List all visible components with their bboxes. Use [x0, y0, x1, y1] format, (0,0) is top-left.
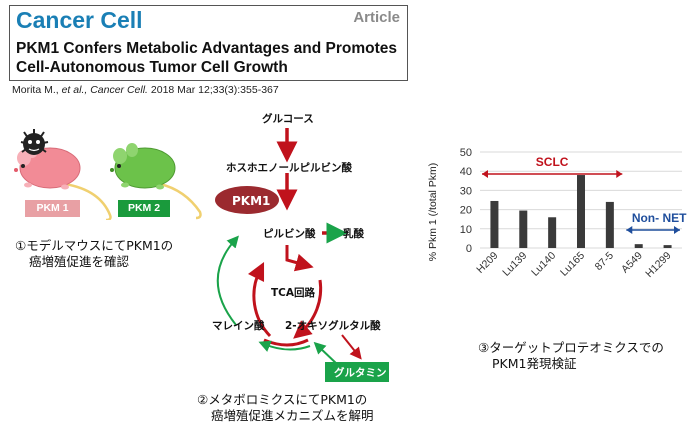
group-bracket-arrow-right	[616, 170, 623, 178]
pyruvate-to-tca-arrow	[285, 245, 314, 272]
pkm2-mouse-label: PKM 2	[118, 200, 170, 217]
y-tick-label: 50	[460, 147, 472, 159]
tca-cycle-arc-right	[293, 279, 323, 339]
malate-label: マレイン酸	[212, 320, 265, 332]
group-label: SCLC	[536, 155, 569, 169]
bar-Lu165	[577, 175, 585, 248]
tca-cycle-arc-left	[247, 261, 272, 338]
tumor-icon	[20, 129, 49, 155]
tca-cycle-label: TCA回路	[271, 287, 315, 299]
bar-H209	[490, 200, 499, 248]
y-axis-label: % Pkm 1 (/total Pkm)	[427, 163, 439, 262]
bar-Lu140	[548, 217, 557, 248]
article-type-label: Article	[353, 9, 400, 26]
mice-illustration	[14, 129, 202, 220]
journal-name: Cancer Cell	[16, 7, 143, 33]
group-bracket-arrow-right	[674, 226, 680, 234]
bar-H1299	[663, 245, 672, 248]
akg-label: 2-オキソグルタル酸	[285, 320, 381, 332]
glutamine-to-akg-arrow	[313, 341, 339, 366]
pep-label: ホスホエノールピルビン酸	[226, 162, 352, 174]
step3-caption-line2: PKM1発現検証	[492, 356, 577, 371]
step1-caption: ①モデルマウスにてPKM1の 癌増殖促進を確認	[15, 238, 173, 270]
step3-caption: ③ターゲットプロテオミクスでの PKM1発現検証	[478, 340, 664, 372]
y-tick-label: 30	[460, 185, 472, 197]
y-tick-label: 10	[460, 224, 472, 236]
citation-authors: Morita M.,	[12, 84, 62, 96]
y-tick-label: 0	[466, 243, 472, 255]
step2-caption: ②メタボロミクスにてPKM1の 癌増殖促進メカニズムを解明	[197, 392, 374, 424]
pkm1-mouse-label: PKM 1	[25, 200, 80, 217]
x-tick-label: Lu140	[529, 250, 558, 279]
pkm1-mouse	[14, 129, 112, 220]
step1-caption-line2: 癌増殖促進を確認	[29, 254, 130, 269]
x-tick-label: H209	[474, 250, 500, 276]
pyruvate-label: ピルビン酸	[263, 228, 316, 240]
group-bracket-arrow-left	[626, 226, 633, 234]
citation: Morita M., et al., Cancer Cell. 2018 Mar…	[12, 84, 279, 96]
citation-details: 2018 Mar 12;33(3):355-367	[147, 84, 279, 96]
malate-to-pyruvate-arrow	[216, 235, 239, 326]
citation-journal: et al., Cancer Cell.	[61, 84, 148, 96]
x-tick-label: A549	[619, 250, 645, 276]
bar-A549	[634, 244, 643, 248]
group-bracket-arrow-left	[482, 170, 488, 178]
bar-Lu139	[519, 210, 528, 248]
pkm1-enzyme-node	[215, 186, 279, 214]
step1-caption-line1: ①モデルマウスにてPKM1の	[15, 238, 174, 253]
akg-to-malate-arrow	[258, 340, 311, 352]
glutamine-node	[325, 362, 389, 382]
y-tick-label: 20	[460, 205, 472, 217]
x-tick-label: Lu139	[500, 250, 529, 279]
step3-caption-line1: ③ターゲットプロテオミクスでの	[478, 340, 664, 355]
pathway-diagram	[215, 128, 389, 382]
bar-87-5	[605, 201, 614, 248]
x-tick-label: Lu165	[558, 250, 587, 279]
paper-title: PKM1 Confers Metabolic Advantages and Pr…	[16, 40, 397, 76]
lactate-label: 乳酸	[343, 228, 364, 240]
tca-cycle-arc-bottom	[263, 338, 309, 347]
akg-outflow-arrow	[341, 334, 362, 360]
pkm2-mouse	[110, 143, 202, 220]
group-label: Non- NET	[632, 211, 687, 225]
glutamine-label: グルタミン	[334, 367, 387, 379]
paper-header-box: Cancer Cell Article PKM1 Confers Metabol…	[9, 5, 408, 81]
step2-caption-line2: 癌増殖促進メカニズムを解明	[211, 408, 374, 423]
x-tick-label: 87-5	[593, 250, 616, 273]
x-tick-label: H1299	[643, 250, 673, 280]
step2-caption-line1: ②メタボロミクスにてPKM1の	[197, 392, 368, 407]
pkm1-enzyme-label: PKM1	[232, 194, 271, 208]
y-tick-label: 40	[460, 166, 472, 178]
glucose-label: グルコース	[262, 113, 314, 125]
